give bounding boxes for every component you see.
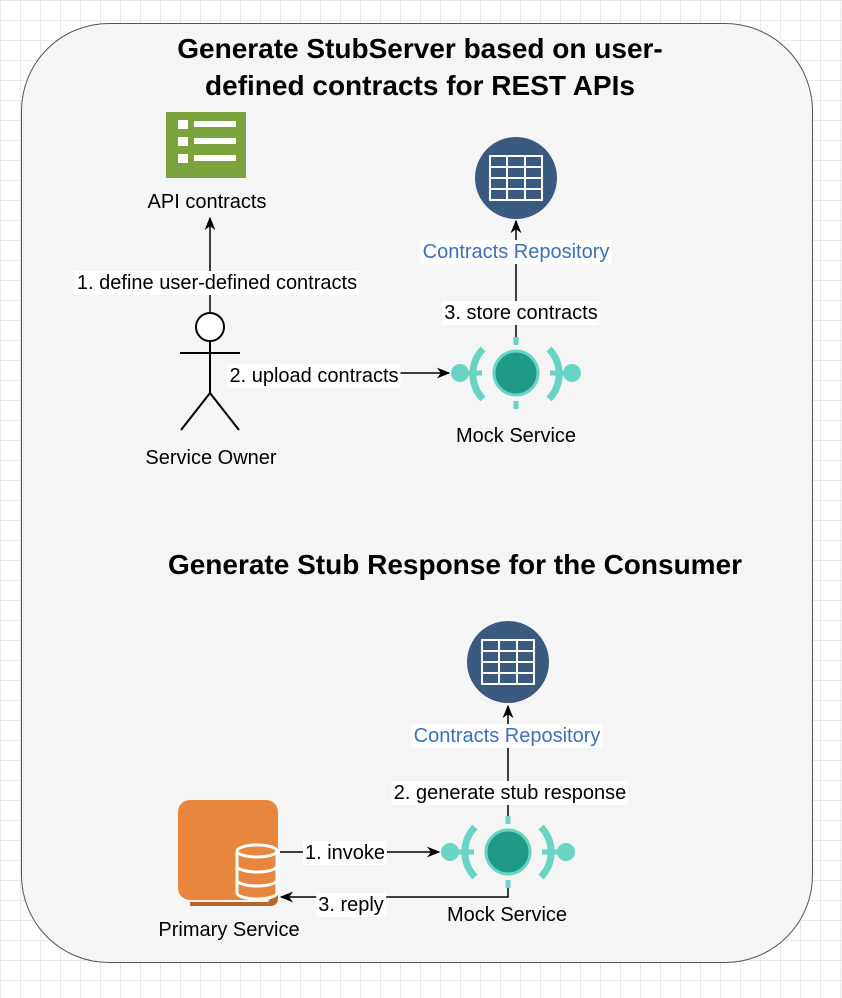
service-owner-actor-icon <box>180 312 240 431</box>
primary-service-icon <box>178 800 279 906</box>
repository-icon-2 <box>467 621 549 703</box>
api-contracts-icon <box>166 112 246 178</box>
mock-service-label-2: Mock Service <box>446 904 568 926</box>
mock-service-icon-1 <box>451 337 581 409</box>
mock-service-label-1: Mock Service <box>455 425 577 447</box>
repository-label-2: Contracts Repository <box>411 724 603 748</box>
primary-service-label: Primary Service <box>158 919 300 941</box>
mock-service-icon-2 <box>441 816 575 888</box>
repository-label-1: Contracts Repository <box>420 240 612 264</box>
edge-reply-label: 3. reply <box>316 893 386 917</box>
api-contracts-label: API contracts <box>147 191 267 213</box>
repository-icon-1 <box>475 137 557 219</box>
diagram-container <box>21 23 813 963</box>
edge-upload-label: 2. upload contracts <box>227 364 401 388</box>
edge-reply-line <box>279 888 509 903</box>
service-owner-label: Service Owner <box>145 447 277 469</box>
edge-invoke-label: 1. invoke <box>302 841 388 865</box>
section2-title: Generate Stub Response for the Consumer <box>167 549 743 580</box>
edge-generate-label: 2. generate stub response <box>391 781 629 805</box>
section1-title: Generate StubServer based on user-define… <box>177 33 663 101</box>
edge-define-label: 1. define user-defined contracts <box>74 271 360 295</box>
edge-store-label: 3. store contracts <box>442 301 600 325</box>
